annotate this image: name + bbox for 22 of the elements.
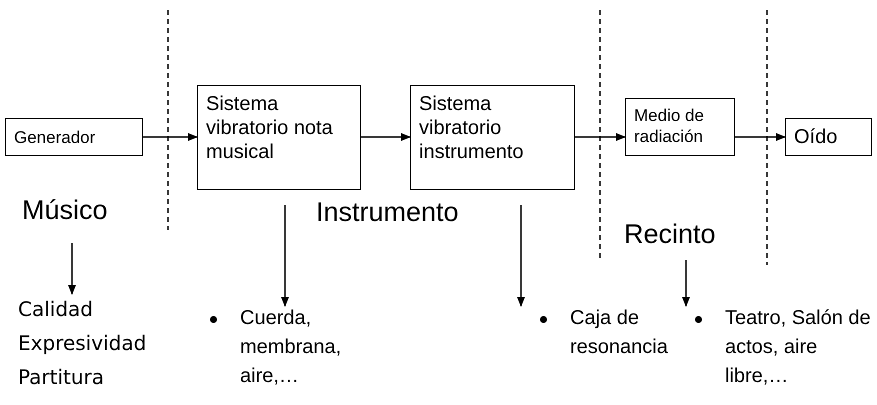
- zone-label: Recinto: [624, 218, 744, 250]
- list-item-text: Partitura: [18, 364, 106, 391]
- process-box: Sistema vibratorio instrumento: [410, 85, 575, 190]
- arrow: [68, 243, 76, 295]
- arrow: [281, 205, 289, 307]
- arrow: [517, 205, 525, 307]
- list-item-text: Calidad: [18, 296, 94, 323]
- arrow: [143, 133, 198, 141]
- process-box: Oído: [785, 118, 872, 156]
- bullet-text: Teatro, Salón de actos, aire libre,…: [725, 307, 871, 387]
- process-box: Sistema vibratorio nota musical: [197, 85, 361, 190]
- zone-label: Instrumento: [316, 196, 516, 228]
- zone-label: Músico: [22, 194, 142, 226]
- list-item-text: Expresividad: [18, 330, 148, 357]
- arrow: [682, 260, 690, 307]
- bullet-text: Cuerda, membrana, aire,…: [240, 307, 342, 387]
- arrow: [735, 133, 786, 141]
- arrow: [575, 133, 626, 141]
- process-box: Medio de radiación: [625, 98, 735, 156]
- process-box: Generador: [5, 118, 143, 156]
- bullet-text: Caja de resonancia: [570, 307, 668, 358]
- arrow: [361, 133, 411, 141]
